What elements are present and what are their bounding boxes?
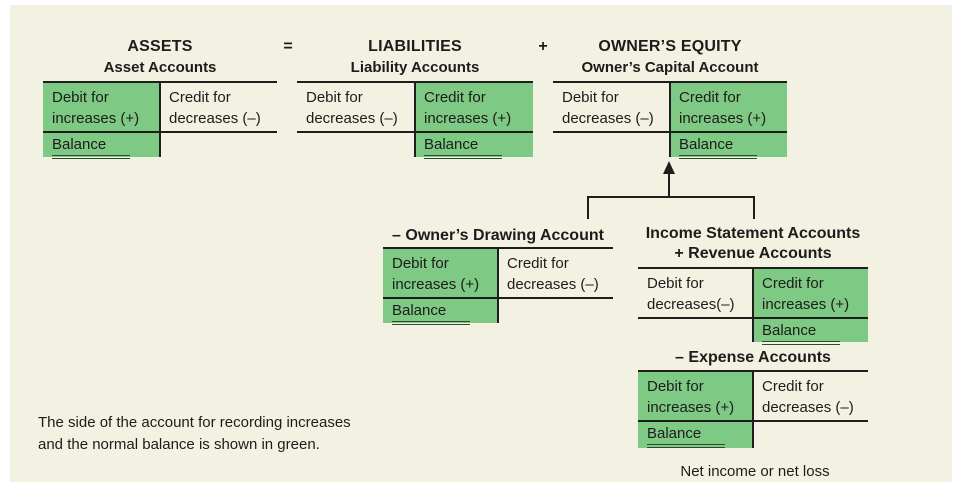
revenue-debit-cell: Debit for decreases(–) <box>638 269 753 317</box>
debit-label-line1: Debit for <box>647 275 704 292</box>
debit-label-line2: decreases (–) <box>306 110 398 127</box>
balance-label: Balance <box>647 425 725 448</box>
green-legend-note: The side of the account for recording in… <box>38 412 351 456</box>
arrow-stem-line <box>668 172 670 198</box>
credit-label-line2: decreases (–) <box>762 399 854 416</box>
credit-label-line1: Credit for <box>507 255 569 272</box>
balance-label: Balance <box>679 136 757 159</box>
debit-label-line1: Debit for <box>52 89 109 106</box>
debit-label-line2: decreases (–) <box>562 110 654 127</box>
plus-sign: + <box>538 38 548 55</box>
t-account-drawing: Debit for increases (+) Credit for decre… <box>383 247 613 325</box>
t-account-divider <box>752 269 754 342</box>
t-account-divider <box>669 83 671 157</box>
normal-balance-highlight <box>383 249 498 323</box>
debit-label-line1: Debit for <box>647 378 704 395</box>
t-account-divider <box>497 249 499 323</box>
t-account-expense: Debit for increases (+) Credit for decre… <box>638 370 868 448</box>
balance-label: Balance <box>392 302 470 325</box>
equity-debit-cell: Debit for decreases (–) <box>553 83 670 131</box>
normal-balance-highlight <box>670 83 787 157</box>
assets-debit-cell: Debit for increases (+) <box>43 83 160 131</box>
expense-credit-cell: Credit for decreases (–) <box>753 372 868 420</box>
note-line1: The side of the account for recording in… <box>38 414 351 431</box>
drawing-credit-cell: Credit for decreases (–) <box>498 249 613 297</box>
t-account-liabilities: Debit for decreases (–) Credit for incre… <box>297 81 533 159</box>
liabilities-title: LIABILITIES <box>368 38 462 55</box>
expense-balance: Balance <box>638 425 753 448</box>
assets-subtitle: Asset Accounts <box>103 59 217 76</box>
liabilities-debit-cell: Debit for decreases (–) <box>297 83 415 131</box>
liabilities-balance: Balance <box>415 136 533 159</box>
t-account-divider <box>752 372 754 448</box>
normal-balance-highlight <box>43 83 160 157</box>
credit-label-line1: Credit for <box>762 275 824 292</box>
income-statement-title-line2: + Revenue Accounts <box>674 245 832 262</box>
drawing-debit-cell: Debit for increases (+) <box>383 249 498 297</box>
credit-label-line1: Credit for <box>424 89 486 106</box>
income-statement-title-line1: Income Statement Accounts <box>645 225 861 242</box>
debit-label-line1: Debit for <box>392 255 449 272</box>
debit-label-line1: Debit for <box>562 89 619 106</box>
debit-label-line2: increases (+) <box>392 276 480 293</box>
drawing-balance: Balance <box>383 302 498 325</box>
revenue-balance: Balance <box>753 322 868 345</box>
debit-label-line2: increases (+) <box>52 110 140 127</box>
credit-label-line2: decreases (–) <box>507 276 599 293</box>
t-account-divider <box>159 83 161 157</box>
drawing-account-title: – Owner’s Drawing Account <box>392 227 604 244</box>
up-arrow-icon <box>663 161 675 174</box>
bracket-horizontal-line <box>587 196 755 198</box>
debit-label-line1: Debit for <box>306 89 363 106</box>
normal-balance-highlight <box>753 269 868 342</box>
expense-accounts-title: – Expense Accounts <box>675 349 831 366</box>
credit-label-line2: decreases (–) <box>169 110 261 127</box>
t-account-assets: Debit for increases (+) Credit for decre… <box>43 81 277 159</box>
equity-balance: Balance <box>670 136 787 159</box>
debit-label-line2: decreases(–) <box>647 296 735 313</box>
balance-label: Balance <box>762 322 840 345</box>
bracket-left-branch-line <box>587 196 589 219</box>
credit-label-line2: increases (+) <box>424 110 512 127</box>
assets-header: ASSETS Asset Accounts <box>43 36 277 78</box>
revenue-credit-cell: Credit for increases (+) <box>753 269 868 317</box>
bracket-right-branch-line <box>753 196 755 219</box>
credit-label-line2: increases (+) <box>762 296 850 313</box>
assets-title: ASSETS <box>127 38 193 55</box>
normal-balance-highlight <box>638 372 753 448</box>
t-account-equity: Debit for decreases (–) Credit for incre… <box>553 81 787 159</box>
normal-balance-highlight <box>415 83 533 157</box>
equity-title: OWNER’S EQUITY <box>598 38 742 55</box>
assets-balance: Balance <box>43 136 160 159</box>
balance-label: Balance <box>52 136 130 159</box>
t-account-divider <box>414 83 416 157</box>
equals-sign: = <box>283 38 293 55</box>
liabilities-credit-cell: Credit for increases (+) <box>415 83 533 131</box>
liabilities-subtitle: Liability Accounts <box>350 59 480 76</box>
expense-debit-cell: Debit for increases (+) <box>638 372 753 420</box>
t-account-revenue: Debit for decreases(–) Credit for increa… <box>638 267 868 345</box>
credit-label-line1: Credit for <box>762 378 824 395</box>
liabilities-header: LIABILITIES Liability Accounts <box>297 36 533 78</box>
assets-credit-cell: Credit for decreases (–) <box>160 83 277 131</box>
equity-credit-cell: Credit for increases (+) <box>670 83 787 131</box>
equity-subtitle: Owner’s Capital Account <box>581 59 759 76</box>
credit-label-line1: Credit for <box>169 89 231 106</box>
equity-header: OWNER’S EQUITY Owner’s Capital Account <box>553 36 787 78</box>
balance-label: Balance <box>424 136 502 159</box>
credit-label-line2: increases (+) <box>679 110 767 127</box>
net-income-label: Net income or net loss <box>680 463 830 480</box>
note-line2: and the normal balance is shown in green… <box>38 436 320 453</box>
debit-label-line2: increases (+) <box>647 399 735 416</box>
credit-label-line1: Credit for <box>679 89 741 106</box>
income-statement-title: Income Statement Accounts + Revenue Acco… <box>628 224 878 264</box>
